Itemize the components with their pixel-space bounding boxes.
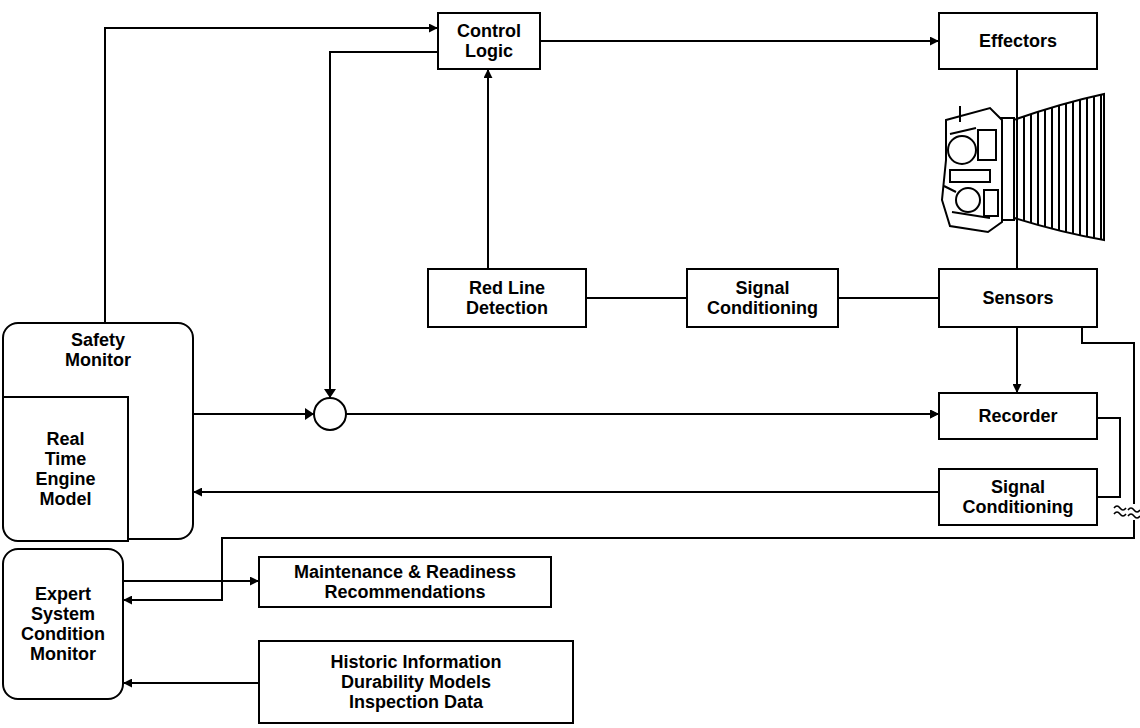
junction-arrowhead [324,389,336,398]
junction-arrowhead [305,408,314,420]
process-box: Recorder [938,392,1098,440]
input-box: Historic Information Durability Models I… [258,640,574,724]
process-box: Signal Conditioning [686,268,839,328]
node-label: Red Line Detection [452,278,562,318]
break-mark [1114,504,1140,520]
node-label: Safety Monitor [48,330,148,370]
node-label: Maintenance & Readiness Recommendations [280,562,530,602]
summing-junction [314,398,346,430]
node-label: Signal Conditioning [948,477,1088,517]
node-label: Effectors [979,31,1057,51]
node-label: Expert System Condition Monitor [13,584,113,665]
node-label: Real Time Engine Model [28,429,104,510]
connector [194,491,938,493]
monitor-box: Safety MonitorReal Time Engine Model [2,322,194,540]
model-box: Real Time Engine Model [2,396,129,542]
node-label: Recorder [978,406,1057,426]
connector [587,297,686,299]
connector [1098,418,1120,497]
process-box: Control Logic [437,12,541,70]
connector [105,28,437,322]
connector [124,682,258,684]
node-label: Signal Conditioning [694,278,831,318]
node-label: Control Logic [445,21,533,61]
monitor-box: Expert System Condition Monitor [2,548,124,700]
connector [541,40,938,42]
connector [124,580,258,582]
connector [330,52,938,414]
output-box: Maintenance & Readiness Recommendations [258,556,552,608]
connector [1016,328,1018,392]
process-box: Red Line Detection [427,268,587,328]
connector [487,70,489,268]
process-box: Signal Conditioning [938,468,1098,526]
process-box: Sensors [938,268,1098,328]
node-label: Sensors [982,288,1053,308]
node-label: Historic Information Durability Models I… [314,652,519,712]
process-box: Effectors [938,12,1098,70]
connector [839,297,938,299]
rocket-engine [942,94,1104,240]
